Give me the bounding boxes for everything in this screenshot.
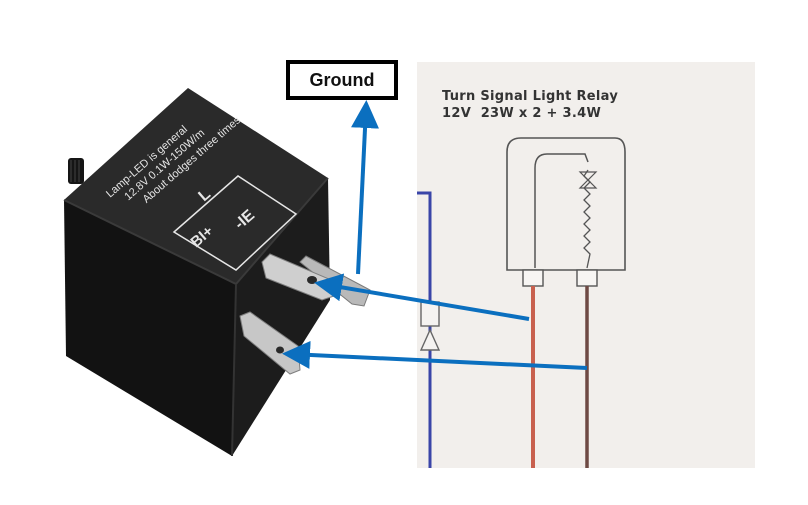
wire-blue xyxy=(417,191,432,468)
turn-signal-relay-schematic xyxy=(417,137,626,468)
schematic-title-line1: Turn Signal Light Relay xyxy=(442,89,619,104)
relay-side-face xyxy=(232,178,330,456)
arrow-brown-wire-to-terminal-b xyxy=(282,340,588,370)
arrow-red-wire-to-terminal-l xyxy=(314,273,530,321)
relay-top-face xyxy=(64,88,328,284)
terminal-label-box xyxy=(172,175,298,271)
relay-bimetal-zigzag xyxy=(583,169,591,269)
annotation-arrows xyxy=(282,100,588,370)
schematic-title: Turn Signal Light Relay 12V 23W x 2 + 3.… xyxy=(442,88,618,122)
indicator-diode-icon xyxy=(419,328,441,351)
ground-label: Ground xyxy=(286,60,398,100)
arrow-terminal-e-to-ground xyxy=(351,100,380,275)
relay-symbol-outer xyxy=(506,137,626,271)
adjustment-knob xyxy=(68,158,84,184)
schematic-title-line2: 12V 23W x 2 + 3.4W xyxy=(442,106,602,121)
flasher-relay: Lamp-LED is general 12.8V 0.1W-150W/m Ab… xyxy=(63,88,371,457)
relay-symbol-inner xyxy=(534,153,589,268)
